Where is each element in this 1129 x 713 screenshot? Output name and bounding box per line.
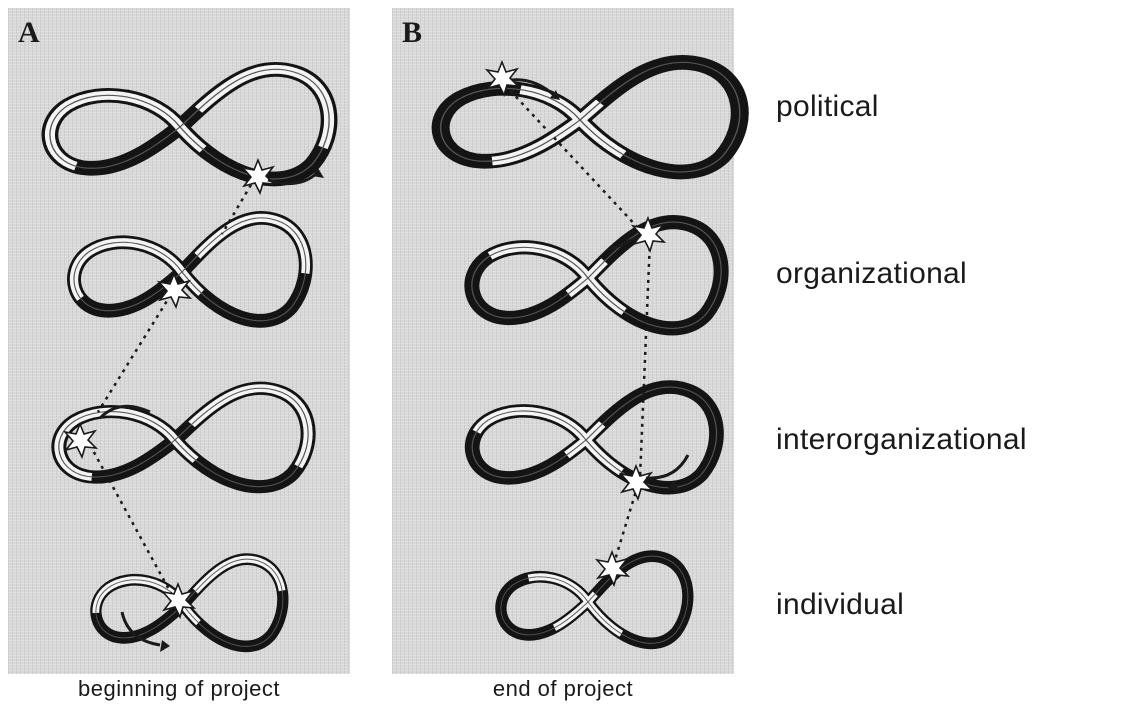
caption-end: end of project [492, 676, 634, 701]
infinity-loop-icon [472, 222, 721, 328]
infinity-loop-icon [501, 556, 688, 643]
arrow-icon [668, 480, 680, 492]
dotted-connector [504, 84, 652, 561]
infinity-loop-icon [50, 69, 329, 179]
arrow-icon [511, 78, 557, 98]
infinity-loop-icon [74, 218, 306, 321]
arrow-icon [98, 404, 151, 420]
level-label-individual: individual [776, 588, 905, 621]
arrow-icon [550, 90, 560, 100]
level-label-organizational: organizational [776, 257, 967, 290]
arrow-icon [120, 611, 161, 647]
arrow-icon [160, 640, 170, 652]
arrow-icon [609, 234, 641, 252]
arrow-icon [645, 454, 690, 480]
infinity-loop-icon [441, 62, 740, 172]
caption-beginning: beginning of project [77, 676, 281, 701]
level-label-interorganizational: interorganizational [776, 423, 1027, 456]
panel-b-letter: B [402, 16, 423, 49]
infinity-loop-icon [472, 387, 716, 488]
infinity-loop-icon [59, 388, 308, 486]
panel-a-letter: A [18, 16, 40, 49]
level-label-political: political [776, 90, 879, 123]
dotted-connector [88, 177, 257, 596]
arrow-icon [312, 168, 324, 178]
